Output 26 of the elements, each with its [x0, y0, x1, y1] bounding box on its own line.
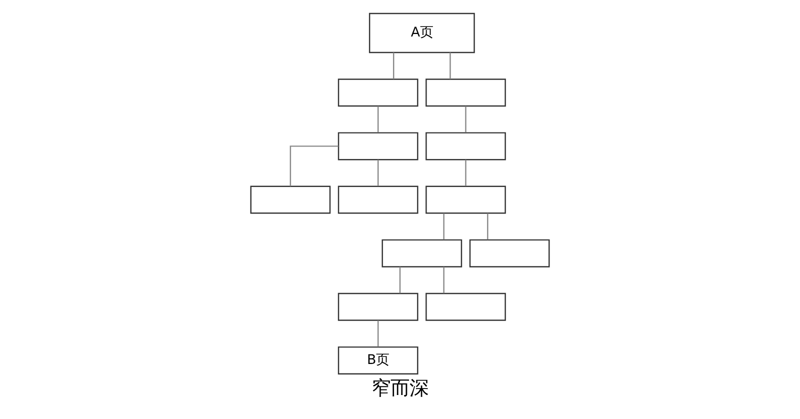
node-box — [338, 78, 418, 107]
connector — [443, 213, 444, 240]
connector — [399, 266, 401, 294]
connector — [393, 52, 394, 80]
node-box — [338, 132, 418, 160]
caption: 窄而深 — [372, 376, 428, 400]
node-box — [469, 239, 550, 268]
node-box — [426, 132, 506, 160]
node-box — [426, 78, 506, 107]
connector — [487, 213, 488, 240]
node-box — [338, 186, 418, 214]
node-box — [338, 292, 418, 321]
connector — [290, 146, 338, 186]
connector — [377, 160, 379, 186]
node-box — [426, 186, 506, 214]
node-box — [426, 292, 506, 321]
connector — [450, 52, 451, 80]
connector — [465, 160, 466, 186]
node-box — [382, 239, 462, 268]
node-box: A页 — [368, 12, 475, 54]
connector — [465, 106, 466, 132]
connector — [443, 266, 444, 294]
node-box — [250, 186, 331, 214]
connector — [377, 320, 379, 347]
node-box: B页 — [338, 346, 418, 374]
connector — [377, 106, 379, 132]
